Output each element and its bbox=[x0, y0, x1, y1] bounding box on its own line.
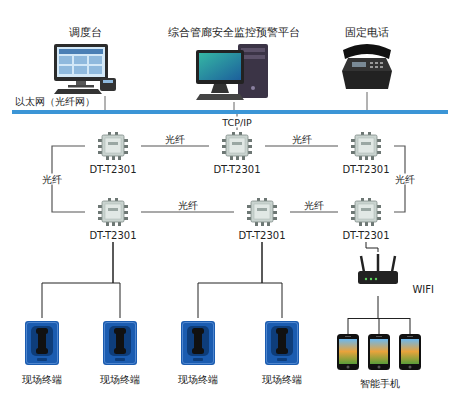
node-label: 固定电话 bbox=[345, 26, 389, 38]
network-device: DT-T2301 bbox=[85, 130, 141, 176]
group-label: 智能手机 bbox=[360, 378, 400, 390]
network-device: DT-T2301 bbox=[338, 196, 394, 242]
field-terminal: 现场终端 bbox=[90, 318, 150, 386]
network-link bbox=[105, 96, 106, 110]
network-device: DT-T2301 bbox=[209, 130, 265, 176]
terminal-link bbox=[113, 242, 120, 318]
device-label: DT-T2301 bbox=[213, 164, 260, 176]
router-link bbox=[366, 242, 378, 252]
edge-label: 光纤 bbox=[177, 200, 199, 211]
terminal-label: 现场终端 bbox=[262, 374, 302, 386]
terminal-label: 现场终端 bbox=[100, 374, 140, 386]
field-terminal: 现场终端 bbox=[12, 318, 72, 386]
monitoring-platform: 综合管廊安全监控预警平台 bbox=[168, 26, 300, 102]
edge-label: 光纤 bbox=[41, 174, 63, 185]
platform-computer-icon bbox=[196, 44, 268, 100]
terminal-link bbox=[42, 242, 113, 318]
device-label: DT-T2301 bbox=[342, 230, 389, 242]
wifi-router: WIFI bbox=[340, 252, 434, 296]
wifi-link bbox=[378, 296, 379, 318]
edge-label: 光纤 bbox=[394, 174, 416, 185]
router-label: WIFI bbox=[412, 284, 434, 296]
device-label: DT-T2301 bbox=[89, 164, 136, 176]
network-device: DT-T2301 bbox=[85, 196, 141, 242]
fiber-link bbox=[290, 211, 338, 212]
fixed-telephone: 固定电话 bbox=[330, 26, 404, 92]
terminal-link bbox=[198, 242, 262, 318]
device-label: DT-T2301 bbox=[342, 164, 389, 176]
terminal-label: 现场终端 bbox=[22, 374, 62, 386]
router-icon bbox=[358, 254, 398, 284]
device-label: DT-T2301 bbox=[238, 230, 285, 242]
edge-label: TCP/IP bbox=[221, 117, 252, 128]
terminal-label: 现场终端 bbox=[178, 374, 218, 386]
device-label: DT-T2301 bbox=[89, 230, 136, 242]
fiber-link bbox=[141, 145, 209, 146]
network-link bbox=[234, 102, 235, 110]
fiber-link bbox=[265, 145, 338, 146]
ethernet-band: 以太网（光纤网） bbox=[12, 110, 448, 114]
network-link bbox=[367, 92, 368, 110]
branch-wire bbox=[348, 318, 410, 334]
band-label: 以太网（光纤网） bbox=[15, 96, 95, 108]
dispatch-console-icon bbox=[54, 44, 116, 94]
telephone-icon bbox=[342, 44, 392, 89]
edge-label: 光纤 bbox=[164, 134, 186, 145]
fiber-link bbox=[141, 211, 234, 212]
field-terminal: 现场终端 bbox=[252, 318, 312, 386]
smartphone-group: 智能手机 bbox=[333, 318, 427, 390]
node-label: 调度台 bbox=[69, 26, 102, 38]
field-terminal: 现场终端 bbox=[168, 318, 228, 386]
edge-label: 光纤 bbox=[291, 134, 313, 145]
edge-label: 光纤 bbox=[303, 200, 325, 211]
network-device: DT-T2301 bbox=[338, 130, 394, 176]
dispatch-console: 调度台 bbox=[45, 26, 125, 96]
terminal-link bbox=[262, 242, 282, 318]
node-label: 综合管廊安全监控预警平台 bbox=[168, 26, 300, 38]
network-device: DT-T2301 bbox=[234, 196, 290, 242]
